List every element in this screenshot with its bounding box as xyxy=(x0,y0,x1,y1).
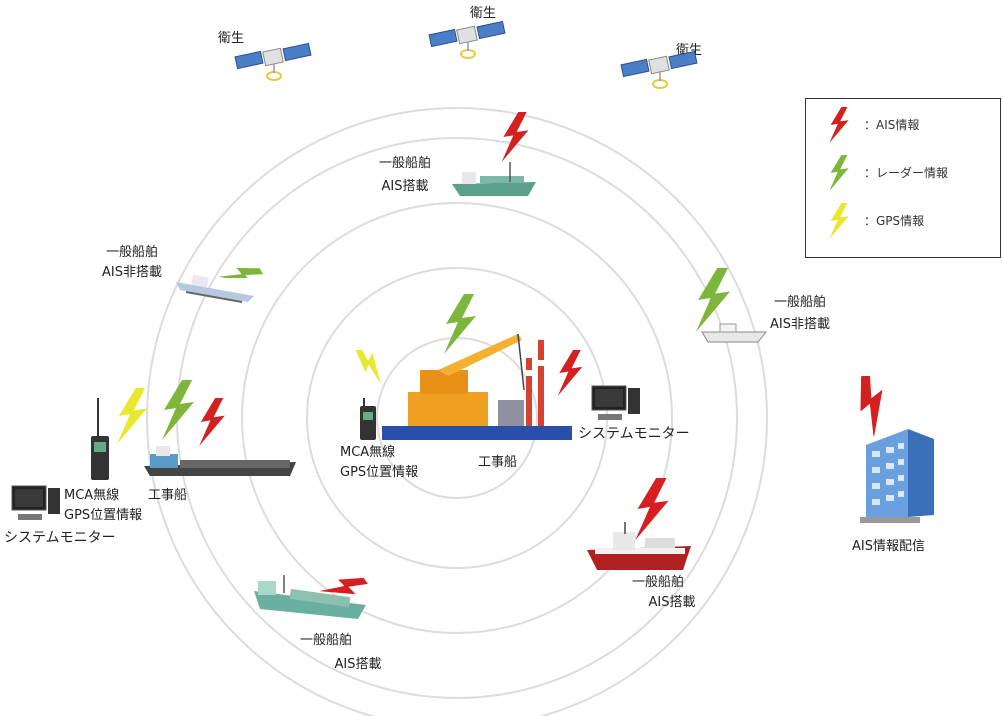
small-boat-icon xyxy=(176,274,254,303)
cargo-ship-icon xyxy=(254,575,366,619)
gps-position-label: GPS位置情報 xyxy=(64,508,143,523)
vessel-status: AIS搭載 xyxy=(648,595,696,610)
legend-label: ：AIS情報 xyxy=(864,118,920,132)
small-boat-icon xyxy=(701,323,768,343)
vessel-name: 一般船舶 xyxy=(773,295,826,310)
satellite-label: 衛生 xyxy=(470,6,497,21)
legend-label: ：GPS情報 xyxy=(864,214,925,228)
vessel-status: AIS搭載 xyxy=(334,657,382,672)
gps-position-label: GPS位置情報 xyxy=(340,465,419,480)
satellite-icon xyxy=(234,40,314,90)
legend-label: ：レーダー情報 xyxy=(864,166,949,180)
radar-bolt-icon xyxy=(826,155,852,191)
crane-work-ship-icon xyxy=(382,333,572,440)
vessel-name: 一般船舶 xyxy=(378,156,431,171)
vessel-name: 一般船舶 xyxy=(631,575,684,590)
red-hull-ship-icon xyxy=(587,522,691,570)
ais-bolt-icon xyxy=(188,398,236,446)
ais-distribution-label: AIS情報配信 xyxy=(852,539,925,554)
handheld-radio-icon xyxy=(360,398,376,440)
vessel-name: 一般船舶 xyxy=(299,633,352,648)
legend-item-radar: ：レーダー情報 xyxy=(820,153,995,193)
system-monitor-label: システムモニター xyxy=(578,426,690,442)
legend-item-gps: ：GPS情報 xyxy=(820,201,995,241)
radio-label: MCA無線 xyxy=(340,445,396,460)
radio-label: MCA無線 xyxy=(64,488,120,503)
ais-bolt-icon xyxy=(826,107,852,143)
cargo-ship-icon xyxy=(452,162,536,196)
office-building-icon xyxy=(860,429,934,523)
work-ship-icon xyxy=(144,446,296,476)
work-ship-label: 工事船 xyxy=(478,455,518,470)
gps-bolt-icon xyxy=(108,388,156,444)
vessel-status: AIS非搭載 xyxy=(770,317,830,332)
handheld-radio-icon xyxy=(91,398,109,480)
vessel-status: AIS搭載 xyxy=(381,179,429,194)
gps-bolt-icon xyxy=(826,203,852,239)
legend-item-ais: ：AIS情報 xyxy=(820,105,995,145)
system-monitor-label: システムモニター xyxy=(4,530,116,546)
satellite-icon xyxy=(620,48,700,98)
vessel-status: AIS非搭載 xyxy=(102,265,162,280)
vessel-name: 一般船舶 xyxy=(105,245,158,260)
monitor-icon xyxy=(11,485,60,520)
monitor-icon xyxy=(591,385,640,420)
satellite-icon xyxy=(428,18,508,68)
ais-bolt-icon xyxy=(485,112,545,162)
legend: ：AIS情報 ：レーダー情報 ：GPS情報 xyxy=(805,98,1001,258)
work-ship-label: 工事船 xyxy=(148,488,188,503)
satellite-label: 衛生 xyxy=(218,31,245,46)
